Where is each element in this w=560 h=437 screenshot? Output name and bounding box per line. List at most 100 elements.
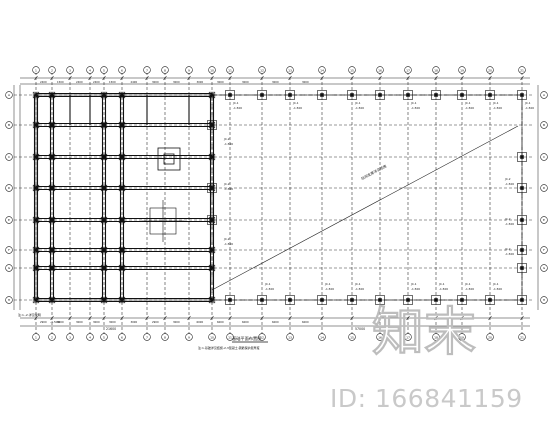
top-dimension: 2400 (76, 80, 83, 84)
dim-tick (120, 315, 124, 321)
footing-elev-top: -1.500 (355, 106, 364, 110)
axis-bubble-top (185, 66, 193, 74)
column-stub (378, 93, 382, 97)
footing-label-bottom: JC-1 (492, 282, 499, 286)
footing-pad (285, 295, 295, 305)
footing-pad (375, 295, 385, 305)
dim-tick (210, 75, 214, 81)
axis-bubble-bottom (86, 333, 94, 341)
footing-pad (208, 246, 216, 254)
footing-pad (32, 91, 40, 99)
top-dimension: 3000 (242, 80, 249, 84)
footing-pad (208, 153, 216, 161)
footing-pad (208, 296, 216, 304)
footing-pad (32, 184, 40, 192)
axis-bubble-right (540, 184, 548, 192)
footing-elev-bottom: -1.500 (325, 287, 334, 291)
footing-pad (403, 90, 413, 100)
axis-letter-right: H (543, 298, 545, 302)
footing-pad (48, 153, 56, 161)
footing-label-top: JC-1 (492, 101, 499, 105)
dim-tick (228, 75, 232, 81)
dim-tick (50, 75, 54, 81)
axis-number-top: 21 (520, 68, 524, 72)
footing-pad (48, 121, 56, 129)
column-stub (210, 218, 214, 222)
footing-pad (48, 264, 56, 272)
top-dimension: 3000 (197, 80, 204, 84)
footing-pad (32, 121, 40, 129)
footing-elev-bottom: -1.500 (493, 287, 502, 291)
dim-tick (50, 315, 54, 321)
footing-pad (32, 264, 40, 272)
axis-bubble-bottom (376, 333, 384, 341)
column-stub (228, 298, 232, 302)
axis-number-top: 18 (434, 68, 438, 72)
column-stub (102, 123, 106, 127)
axis-number-top: 2 (51, 68, 53, 72)
axis-bubble-top (32, 66, 40, 74)
footing-pad (317, 295, 327, 305)
dim-tick (434, 315, 438, 321)
bottom-dimension: 6000 (272, 320, 279, 324)
top-dimension: 3000 (272, 80, 279, 84)
bracing-diagonal (211, 125, 519, 291)
dim-tick (460, 75, 464, 81)
dim-tick (145, 75, 149, 81)
column-stub (120, 266, 124, 270)
footing-pad (100, 264, 108, 272)
axis-letter-right: C (543, 155, 545, 159)
footing-pad (118, 121, 126, 129)
axis-bubble-left (5, 264, 13, 272)
dim-tick (320, 315, 324, 321)
footing-pad (118, 184, 126, 192)
footing-pad (457, 90, 467, 100)
column-stub (50, 93, 54, 97)
column-stub (460, 93, 464, 97)
dim-tick (488, 315, 492, 321)
column-stub (50, 186, 54, 190)
axis-number-bottom: 4 (89, 335, 91, 339)
axis-number-bottom: 14 (320, 335, 324, 339)
footing-pad (32, 153, 40, 161)
column-stub (488, 298, 492, 302)
axis-number-bottom: 6 (121, 335, 123, 339)
axis-bubble-bottom (208, 333, 216, 341)
footing-pad (347, 295, 357, 305)
bottom-dimension: 6000 (217, 320, 224, 324)
bottom-dimension: 6000 (242, 320, 249, 324)
dim-tick (288, 315, 292, 321)
axis-bubble-bottom (518, 333, 526, 341)
column-stub (210, 266, 214, 270)
column-stub (260, 93, 264, 97)
dim-tick (260, 315, 264, 321)
bottom-dimension: 3000 (93, 320, 100, 324)
axis-bubble-left (5, 121, 13, 129)
axis-bubble-top (66, 66, 74, 74)
footing-pad (517, 245, 527, 255)
footing-label-bottom: JC-1 (264, 282, 271, 286)
footing-elev-mid: -1.500 (224, 242, 233, 246)
footing-pad (257, 90, 267, 100)
axis-bubble-top (48, 66, 56, 74)
axis-bubble-right (540, 264, 548, 272)
footing-pad (517, 215, 527, 225)
axis-number-bottom: 11 (228, 335, 232, 339)
column-stub (288, 93, 292, 97)
footing-pad (32, 296, 40, 304)
axis-letter-left: F (8, 248, 10, 252)
footing-symbols (32, 90, 527, 305)
left-note: 注:1.,2.详见说明 (18, 312, 41, 317)
left-elevation: -1.500 (50, 320, 60, 324)
footing-elev-mid: -1.500 (224, 187, 233, 191)
axis-bubble-right (540, 91, 548, 99)
overall-dim-right: 57000 (355, 327, 365, 331)
column-stub (120, 93, 124, 97)
footing-pad (48, 91, 56, 99)
column-stub (210, 248, 214, 252)
axis-bubble-right (540, 216, 548, 224)
axis-bubble-bottom (432, 333, 440, 341)
dim-tick (187, 75, 191, 81)
axis-number-bottom: 8 (164, 335, 166, 339)
